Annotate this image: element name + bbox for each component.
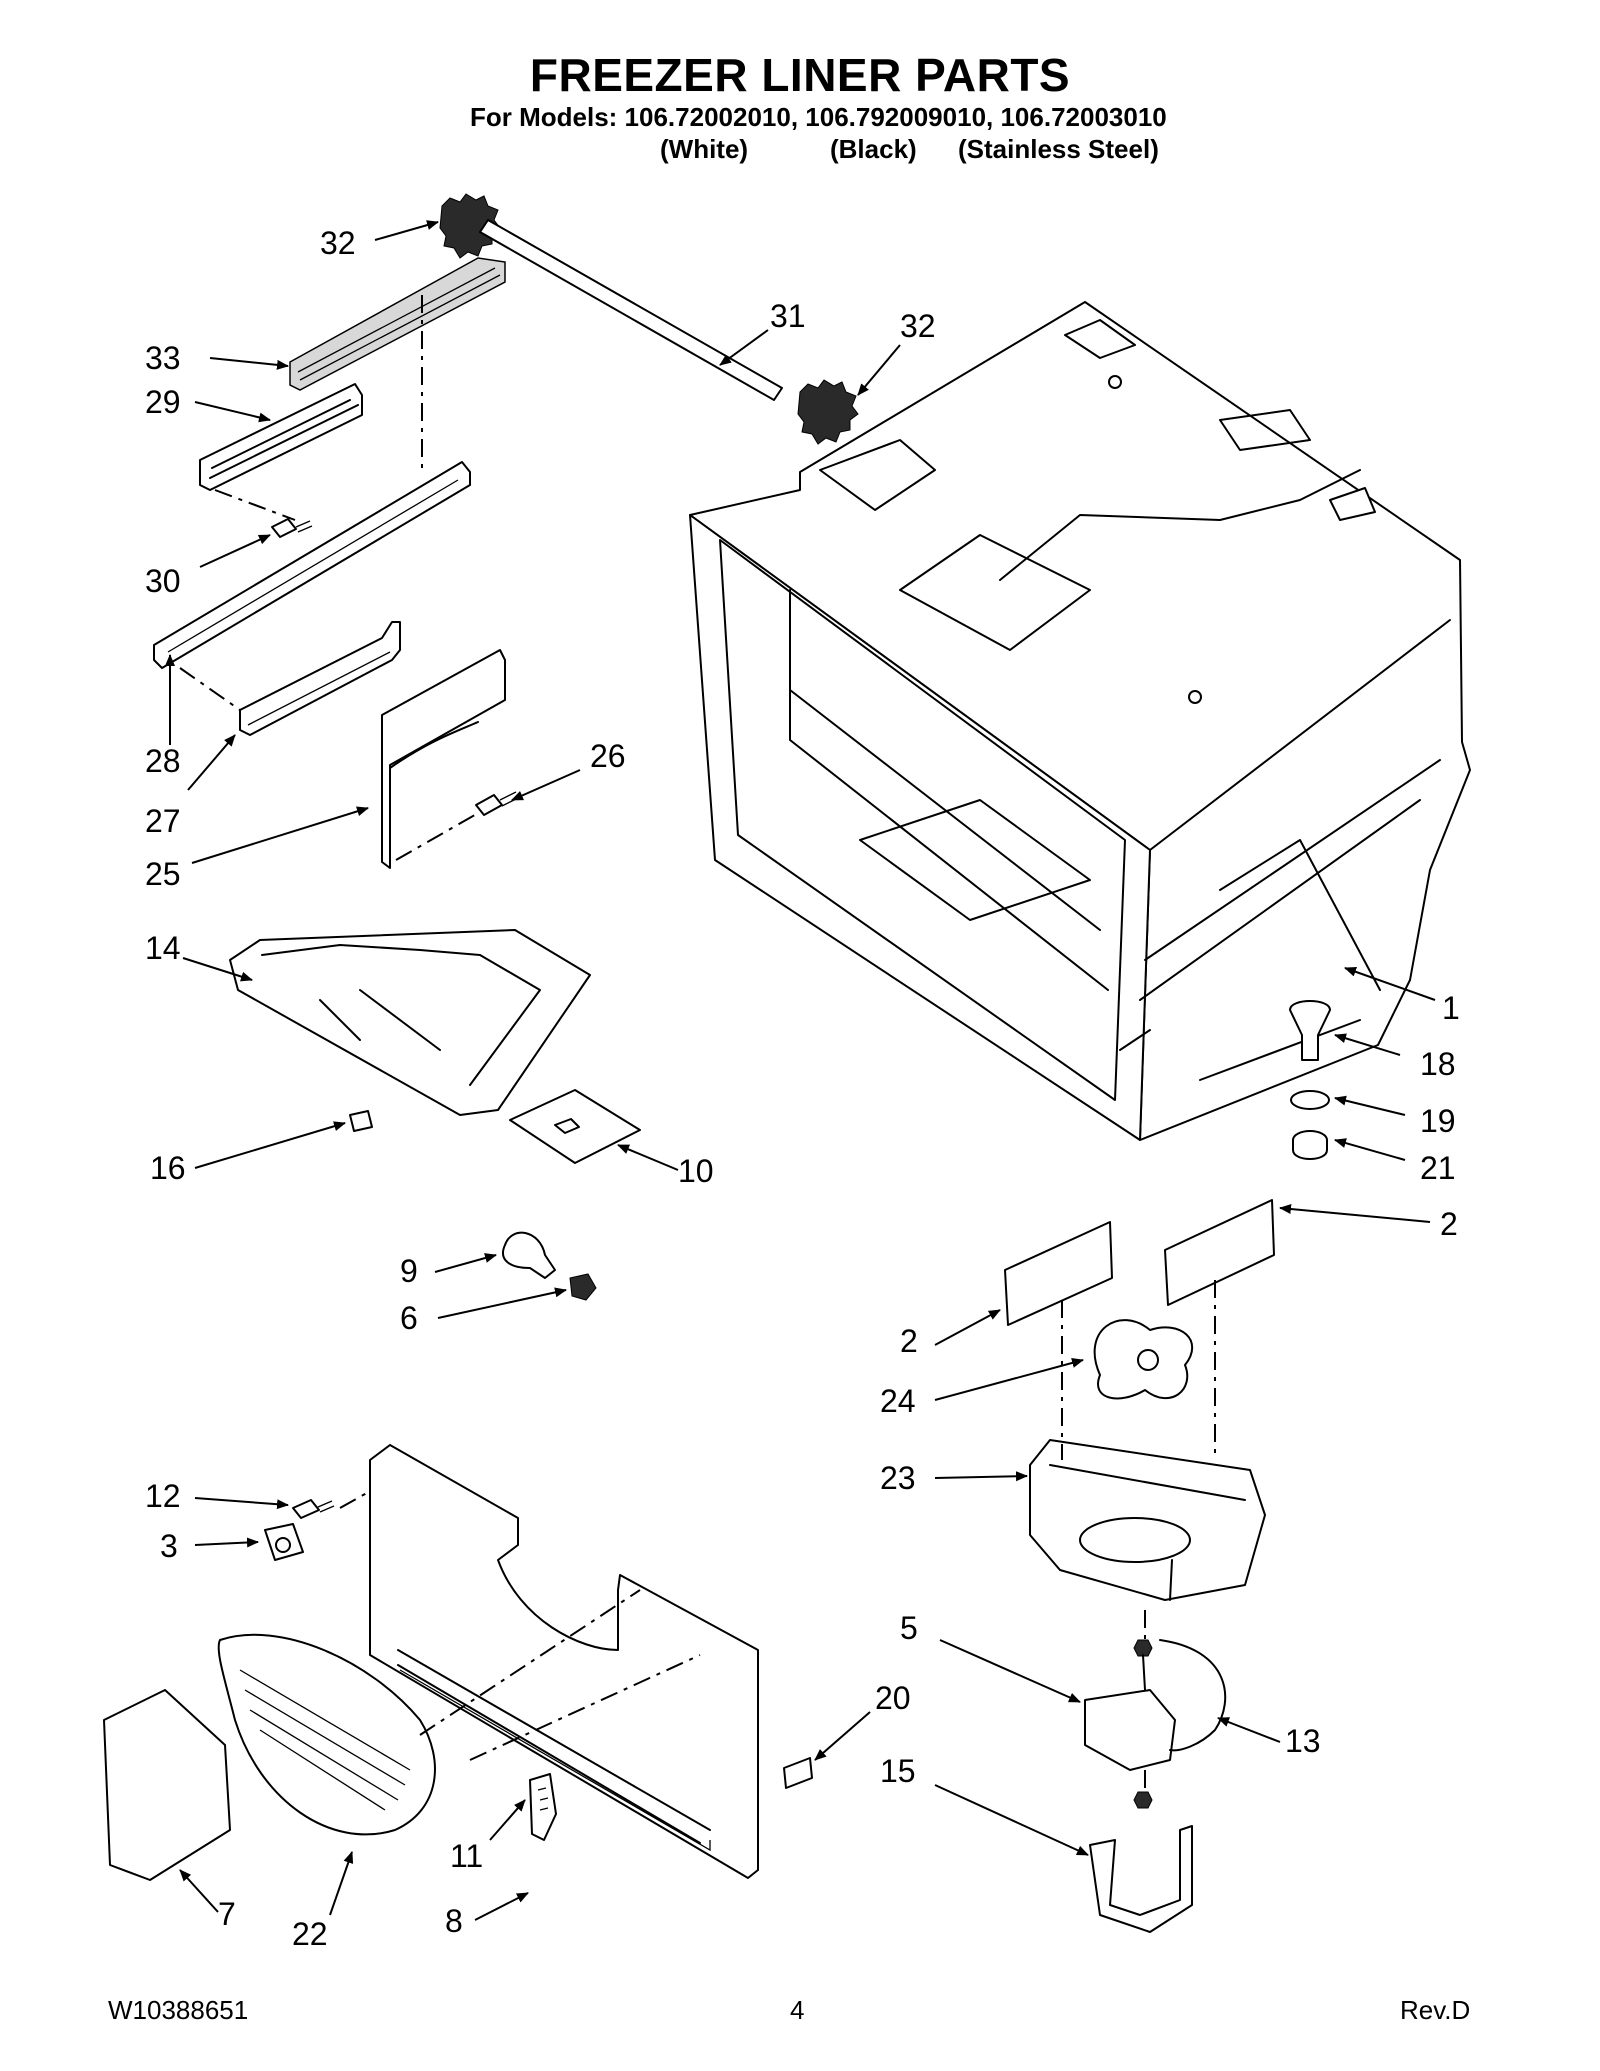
callout-12: 12 [145,1478,181,1514]
callout-20: 20 [875,1680,911,1716]
callout-32-right: 32 [900,308,936,344]
revision: Rev.D [1400,1995,1471,2025]
callout-11: 11 [450,1838,484,1874]
callout-27: 27 [145,803,181,839]
rear-panel [369,1444,759,1879]
document-number: W10388651 [108,1995,249,2025]
callout-23: 23 [880,1460,916,1496]
callout-31: 31 [770,298,806,334]
variant-white: (White) [660,134,749,164]
variant-black: (Black) [830,134,917,164]
callout-21: 21 [1420,1150,1456,1186]
callout-7: 7 [218,1896,236,1932]
callout-9: 9 [400,1253,418,1289]
callout-15: 15 [880,1753,916,1789]
evaporator-fan-assembly [1029,1280,1266,1933]
callout-16: 16 [150,1150,186,1186]
callout-18: 18 [1420,1046,1456,1082]
callout-leaders [165,220,1436,1921]
freezer-liner-part [689,301,1471,1141]
callout-3: 3 [160,1528,178,1564]
callout-30: 30 [145,563,181,599]
page-title: FREEZER LINER PARTS [529,49,1071,101]
foam-pads [1004,1199,1275,1326]
callout-13: 13 [1285,1723,1321,1759]
callout-22: 22 [292,1916,328,1952]
callout-1: 1 [1442,990,1460,1026]
callout-2-right: 2 [1440,1206,1458,1242]
bottom-parts [103,1589,813,1881]
callout-32-top: 32 [320,225,356,261]
ice-tray-assembly [229,929,641,1164]
variant-stainless: (Stainless Steel) [958,134,1159,164]
callout-33: 33 [145,340,181,376]
callout-28: 28 [145,743,181,779]
light-assembly [502,1231,597,1301]
top-slide-assembly [153,193,859,869]
callout-10: 10 [678,1153,714,1189]
callout-5: 5 [900,1610,918,1646]
callout-25: 25 [145,856,181,892]
callout-8: 8 [445,1903,463,1939]
callout-26: 26 [590,738,626,774]
callout-24: 24 [880,1383,916,1419]
callout-14: 14 [145,930,181,966]
drain-parts [1289,1000,1331,1160]
callout-6: 6 [400,1300,418,1336]
callout-19: 19 [1420,1103,1456,1139]
damper-parts [264,1479,391,1561]
page-number: 4 [790,1995,805,2025]
models-subtitle: For Models: 106.72002010, 106.792009010,… [470,102,1167,132]
callout-2-left: 2 [900,1323,918,1359]
callout-29: 29 [145,384,181,420]
